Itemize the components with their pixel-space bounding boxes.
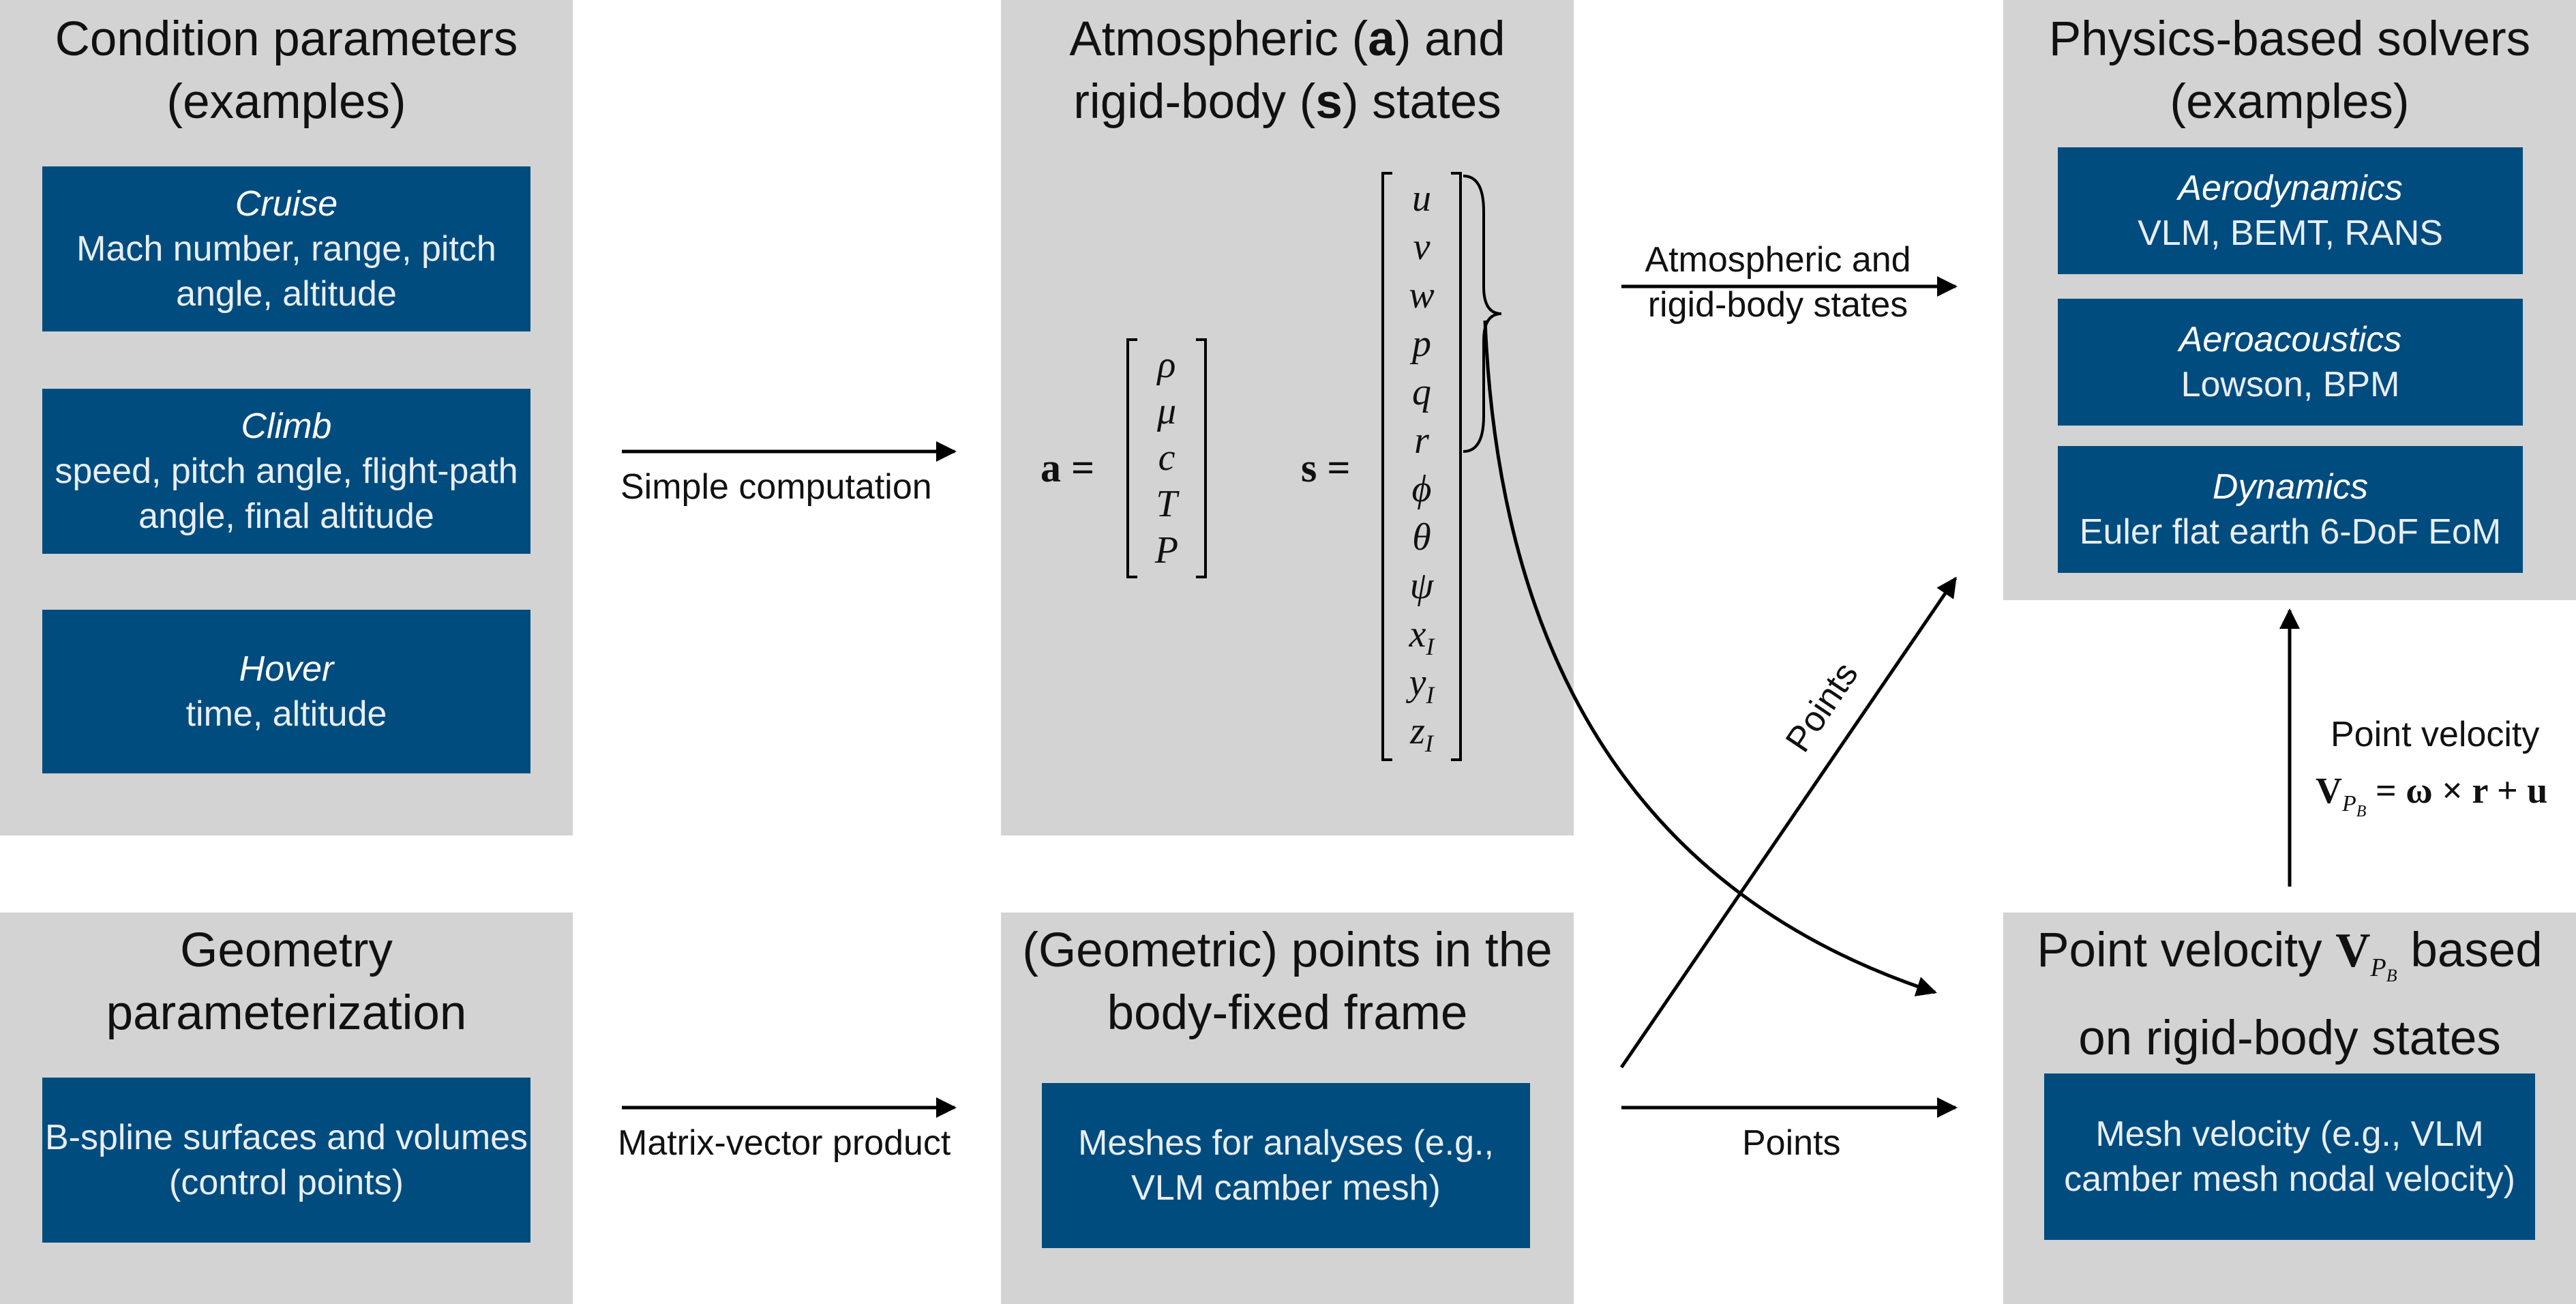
geometry-title: Geometry parameterization [106, 923, 467, 1040]
states-panel: Atmospheric (a) and rigid-body (s) state… [1001, 0, 1574, 835]
atm-states-label: Atmospheric and rigid-body states [1645, 240, 1911, 325]
mesh-velocity-box: Mesh velocity (e.g., VLM camber mesh nod… [2044, 1073, 2535, 1240]
point-velocity-formula: VPB = ω × r + u [2316, 770, 2548, 820]
s-vector-brackets [1381, 172, 1462, 761]
solvers-panel: Physics-based solvers (examples) Aerodyn… [2003, 0, 2576, 600]
arrow-states-to-velocity [1483, 320, 1937, 996]
s-vector-item: w [1409, 274, 1435, 316]
condition-parameters-title: Condition parameters (examples) [55, 12, 518, 129]
points-horizontal-label: Points [1742, 1123, 1841, 1163]
dynamics-box: Dynamics Euler flat earth 6-DoF EoM [2058, 446, 2523, 573]
s-vector-item: ϕ [1411, 468, 1432, 510]
a-vector-item: P [1154, 529, 1179, 572]
points-title: (Geometric) points in the body-fixed fra… [1022, 923, 1553, 1040]
s-vector-item: ψ [1409, 565, 1434, 607]
condition-parameters-panel: Condition parameters (examples) Cruise M… [0, 0, 573, 835]
solvers-title: Physics-based solvers (examples) [2048, 12, 2531, 129]
s-vector-item: yI [1409, 662, 1435, 709]
velocity-title: Point velocity VPB based on rigid-body s… [2037, 923, 2543, 1065]
geometry-panel: Geometry parameterization B-spline surfa… [0, 913, 573, 1304]
aeroacoustics-box: Aeroacoustics Lowson, BPM [2058, 299, 2523, 426]
s-vector-curly-brace [1463, 175, 1502, 453]
s-vector-item: v [1413, 226, 1431, 268]
bspline-box: B-spline surfaces and volumes (control p… [42, 1078, 530, 1243]
aerodynamics-title: Aerodynamics [2178, 168, 2403, 208]
cruise-title: Cruise [235, 184, 338, 224]
s-vector-item: u [1412, 177, 1431, 220]
s-vector-label: s = [1301, 445, 1351, 490]
dynamics-title: Dynamics [2212, 467, 2369, 507]
s-vector-item: q [1412, 371, 1431, 413]
meshes-box: Meshes for analyses (e.g., VLM camber me… [1042, 1083, 1530, 1248]
climb-title: Climb [241, 406, 332, 446]
simple-computation-label: Simple computation [620, 467, 932, 507]
climb-box: Climb speed, pitch angle, flight-path an… [42, 389, 530, 554]
point-velocity-label: Point velocity [2331, 715, 2540, 754]
cruise-box: Cruise Mach number, range, pitch angle, … [42, 166, 530, 331]
a-vector-brackets [1126, 338, 1207, 578]
velocity-panel: Point velocity VPB based on rigid-body s… [2003, 913, 2576, 1304]
a-vector-item: μ [1156, 390, 1177, 432]
matrix-vector-label: Matrix-vector product [618, 1123, 951, 1163]
a-vector-label: a = [1040, 445, 1095, 490]
aerodynamics-box: Aerodynamics VLM, BEMT, RANS [2058, 147, 2523, 274]
a-vector-item: c [1158, 436, 1175, 479]
hover-title: Hover [239, 649, 334, 689]
hover-box: Hover time, altitude [42, 610, 530, 773]
arrow-points-diagonal [1619, 576, 1958, 1069]
a-vector-item: T [1156, 483, 1178, 525]
s-vector-item: r [1414, 419, 1429, 462]
s-vector-item: θ [1412, 516, 1431, 559]
points-panel: (Geometric) points in the body-fixed fra… [1001, 913, 1574, 1304]
states-title: Atmospheric (a) and rigid-body (s) state… [1069, 12, 1506, 129]
s-vector-item: p [1412, 323, 1431, 365]
a-vector-item: ρ [1157, 344, 1176, 386]
s-vector-item: xI [1409, 613, 1435, 661]
aeroacoustics-title: Aeroacoustics [2178, 320, 2402, 359]
s-vector-item: zI [1410, 710, 1433, 758]
